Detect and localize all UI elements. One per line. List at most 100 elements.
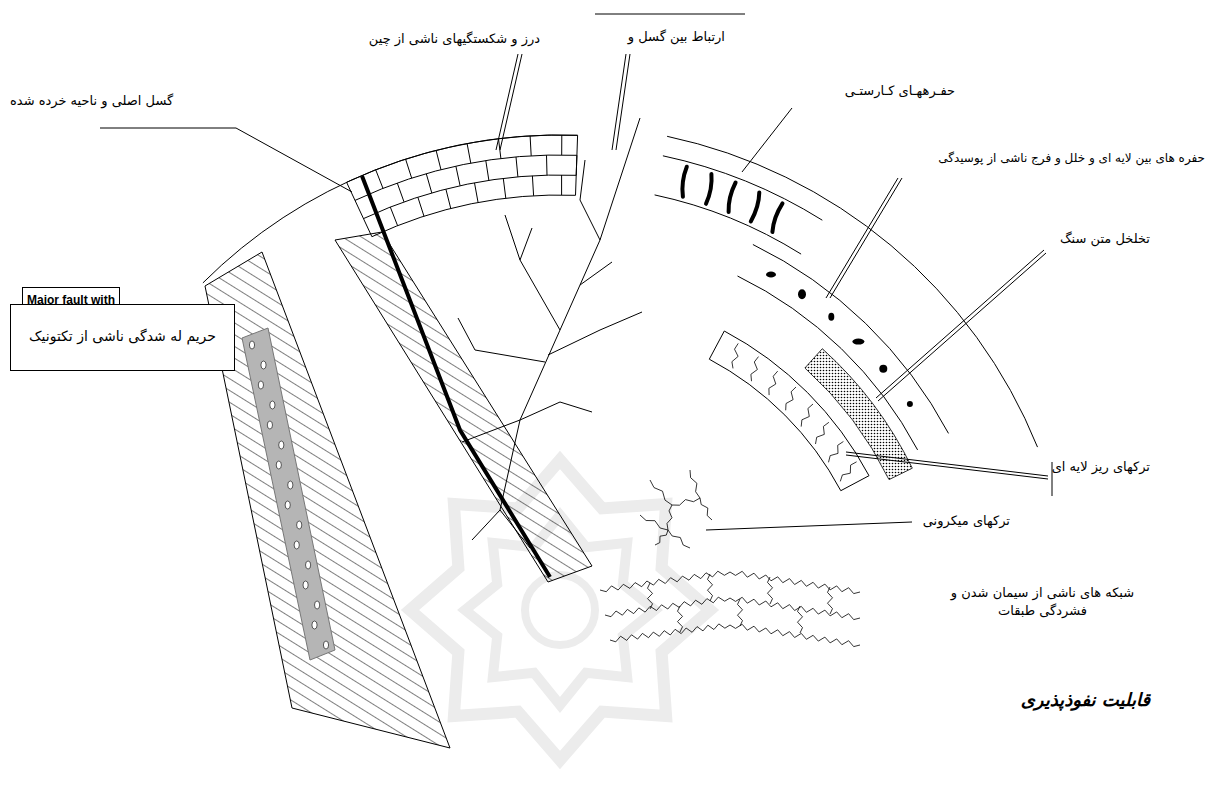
leader-line: [876, 250, 1044, 398]
breccia-clast: [267, 421, 272, 429]
brick-joint: [418, 197, 424, 216]
microlayer-crack: [816, 422, 829, 444]
leader-line: [846, 455, 1048, 479]
micron-crack: [667, 505, 672, 530]
network-seam: [600, 571, 730, 592]
microlayer-band: [709, 331, 869, 491]
microlayer-crack: [769, 371, 778, 395]
micron-crack: [640, 515, 668, 530]
pore-void: [852, 339, 864, 345]
microlayer-crack: [751, 357, 759, 382]
brick-joint: [390, 207, 397, 226]
pore-void: [879, 365, 887, 373]
leader-line: [830, 178, 902, 298]
brick-joint: [532, 176, 533, 196]
brick-joint: [516, 157, 518, 177]
breccia-clast: [312, 621, 317, 629]
fracture-branch: [472, 510, 500, 540]
microlayer-crack-label: ترکهای ریز لایه ای: [1052, 458, 1150, 476]
box-text: حریم له شدگی ناشی از تکتونیک: [19, 327, 226, 347]
karst-cavity: [772, 203, 782, 232]
brick-joint: [486, 161, 489, 181]
leader-line: [878, 253, 1046, 401]
network-seam: [678, 606, 683, 632]
brick-joint: [456, 166, 460, 186]
micron-crack: [668, 530, 690, 548]
karst-cavity: [682, 167, 686, 197]
brick-joint: [446, 189, 451, 208]
leader-lines: [100, 14, 1052, 530]
breccia-clast: [279, 441, 284, 449]
main-fault-label: گسل اصلی و ناحیه خرده شده: [10, 92, 173, 110]
leader-line: [500, 54, 522, 150]
watermark-logo: [410, 460, 710, 760]
brick-joint: [406, 159, 412, 178]
pore-void: [798, 289, 806, 299]
fracture-branch: [500, 510, 530, 548]
karst-label: حفـرههـای کـارستـی: [845, 82, 955, 100]
karst-cavity: [729, 183, 736, 213]
leader-line: [706, 522, 912, 530]
brick-joint: [426, 174, 432, 193]
fracture-branch: [548, 312, 642, 355]
brick-joint: [503, 179, 506, 199]
network-seam: [605, 597, 730, 617]
karst-cavity: [751, 192, 760, 221]
micron-crack: [690, 470, 700, 498]
main-fault-line: [362, 176, 550, 577]
breccia-clast: [270, 401, 275, 409]
fault-strip: [335, 232, 592, 582]
pore-label: حفره های بین لایه ای و خلل و فرج ناشی از…: [938, 150, 1205, 166]
fracture-branch: [580, 262, 612, 285]
brick-joint: [436, 150, 441, 169]
fracture-branch: [458, 318, 545, 362]
matrix-porosity-band: [805, 349, 912, 480]
brick-joint: [561, 175, 562, 195]
brick-joint: [397, 183, 404, 202]
micron-crack-label: ترکهای میکرونی: [923, 512, 1010, 530]
breccia-clast: [285, 501, 290, 509]
fracture-branch: [462, 420, 520, 442]
watermark-star: [410, 460, 710, 760]
network-seam: [730, 597, 860, 619]
micron-crack: [700, 498, 712, 520]
outer-arc: [203, 135, 578, 283]
pore-void: [766, 272, 776, 278]
micron-crack: [672, 498, 700, 505]
fracture-branch: [505, 215, 560, 330]
leader-line: [616, 54, 630, 150]
breccia-clast: [249, 341, 254, 349]
brick-joint: [475, 183, 479, 203]
breccia-clast: [288, 481, 293, 489]
breccia-clast: [276, 461, 281, 469]
top-rule: [595, 14, 745, 15]
micron-crack: [650, 480, 672, 505]
brick-joint: [530, 136, 531, 156]
network-seam: [648, 583, 653, 609]
leader-line: [100, 128, 352, 192]
network-seam: [828, 587, 833, 614]
zone-label-box: حریم له شدگی ناشی از تکتونیک: [10, 304, 235, 371]
breccia-clast: [258, 381, 263, 389]
network-seam: [798, 606, 803, 633]
breccia-clast: [315, 601, 320, 609]
breccia-band: [242, 328, 335, 660]
fracture-branch: [580, 160, 600, 240]
karst-cavity: [706, 174, 712, 204]
microlayer-crack: [732, 343, 738, 368]
fracture-branch: [520, 402, 592, 420]
pore-void: [907, 401, 913, 407]
pore-void: [828, 313, 834, 321]
brick-end: [576, 135, 578, 195]
breccia-clast: [261, 361, 266, 369]
fault-link-label: ارتباط بین گسل و: [628, 28, 725, 46]
breccia-clast: [303, 581, 308, 589]
rock-sections: [203, 118, 1038, 748]
cement-network-label: شبکه های ناشی از سیمان شدن و فشردگی طبقا…: [935, 584, 1150, 619]
network-seam: [708, 574, 713, 601]
network-seam: [738, 599, 743, 626]
matrix-porosity-label: تخلخل متن سنگ: [1060, 230, 1150, 248]
leader-line: [496, 54, 518, 150]
brick-joint: [467, 144, 471, 164]
